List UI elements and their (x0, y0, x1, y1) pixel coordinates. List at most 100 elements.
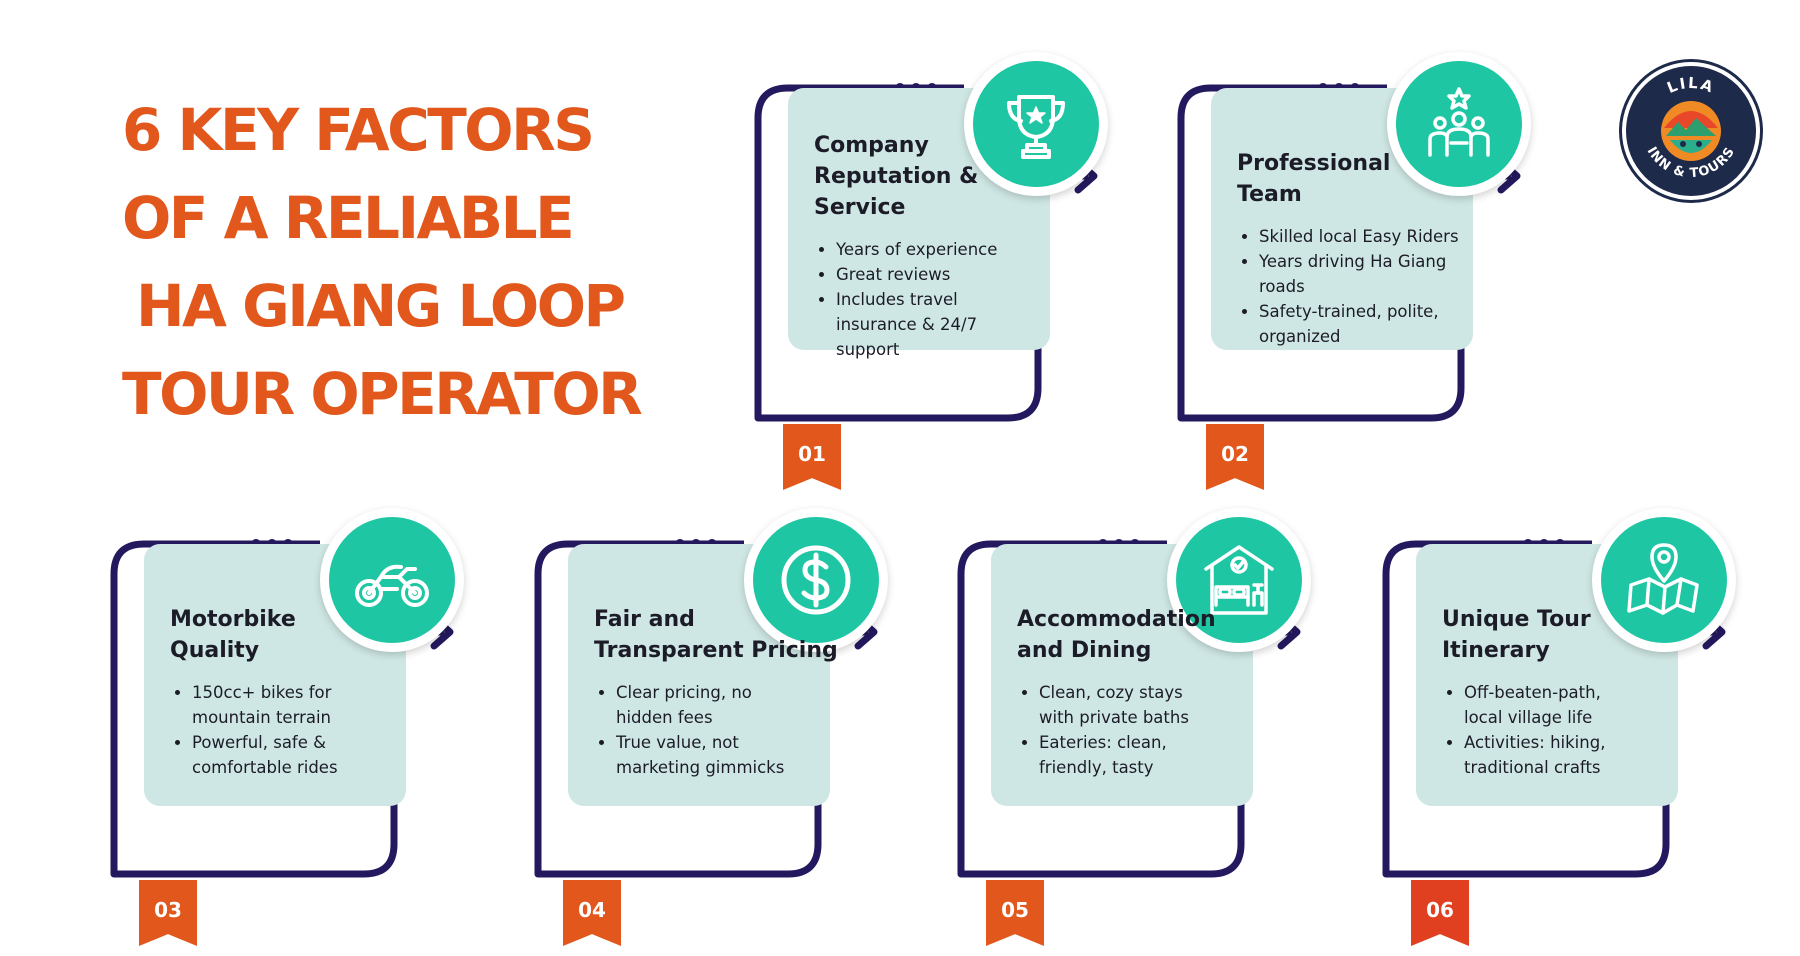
number-badge: 04 (558, 880, 626, 956)
icon-badge (964, 52, 1108, 196)
factor-title-line: Accommodation (1017, 607, 1216, 632)
bullet-item: Eateries: clean, friendly, tasty (1039, 730, 1269, 780)
bullet-line: marketing gimmicks (616, 758, 785, 777)
bullet-line: Safety-trained, polite, (1259, 302, 1439, 321)
bullet-line: True value, not (616, 733, 739, 752)
title-line-3: HA GIANG LOOP (136, 272, 626, 340)
bullet-line: support (836, 340, 900, 359)
factor-card-6: Unique TourItineraryOff-beaten-path, loca… (1380, 508, 1780, 956)
bullet-item: True value, not marketing gimmicks (616, 730, 846, 780)
bullet-line: Eateries: clean, (1039, 733, 1167, 752)
number-badge: 06 (1406, 880, 1474, 956)
bullet-item: Skilled local Easy Riders (1259, 224, 1489, 249)
bullet-line: Includes travel (836, 290, 958, 309)
number-badge: 03 (134, 880, 202, 956)
page-title: 6 KEY FACTORS OF A RELIABLE HA GIANG LOO… (122, 86, 643, 438)
factor-bullets: Skilled local Easy RidersYears driving H… (1237, 224, 1489, 349)
factor-title-line: Transparent Pricing (594, 638, 838, 663)
lila-logo: LILA INN & TOURS (1622, 62, 1760, 200)
bullet-line: Years of experience (836, 240, 998, 259)
factor-bullets: Off-beaten-path, local village lifeActivi… (1442, 680, 1694, 780)
bullet-item: Off-beaten-path, local village life (1464, 680, 1694, 730)
factor-title-line: Service (814, 195, 906, 220)
bullet-line: Clear pricing, no (616, 683, 752, 702)
bullet-line: local village life (1464, 708, 1593, 727)
icon-badge (1167, 508, 1311, 652)
bullet-item: Powerful, safe & comfortable rides (192, 730, 422, 780)
number-badge: 01 (778, 424, 846, 500)
bullet-line: Skilled local Easy Riders (1259, 227, 1459, 246)
map-pin-icon (1627, 543, 1699, 615)
bed-house-icon (1204, 545, 1274, 615)
bullet-line: traditional crafts (1464, 758, 1601, 777)
factor-title-line: Professional (1237, 151, 1391, 176)
bullet-line: Years driving Ha Giang (1259, 252, 1447, 271)
factor-card-5: Accommodation and DiningClean, cozy stays… (955, 508, 1355, 956)
motorbike-icon (355, 564, 429, 607)
factor-title-line: and Dining (1017, 638, 1152, 663)
bullet-item: Clean, cozy stays with private baths (1039, 680, 1269, 730)
bullet-line: roads (1259, 277, 1305, 296)
lila-logo-emblem: LILA INN & TOURS (1644, 74, 1738, 181)
title-line-1: 6 KEY FACTORS (122, 96, 595, 164)
factor-number: 05 (1001, 898, 1029, 922)
factor-card-2: ProfessionalTeamSkilled local Easy Rider… (1175, 52, 1575, 500)
bullet-item: Years of experience (836, 237, 1066, 262)
bullet-line: with private baths (1039, 708, 1189, 727)
factor-number: 03 (154, 898, 182, 922)
bullet-line: comfortable rides (192, 758, 338, 777)
number-badge: 02 (1201, 424, 1269, 500)
bullet-line: hidden fees (616, 708, 713, 727)
factor-bullets: 150cc+ bikes for mountain terrainPowerful… (170, 680, 422, 780)
bullet-line: organized (1259, 327, 1341, 346)
bullet-item: 150cc+ bikes for mountain terrain (192, 680, 422, 730)
factor-title-line: Quality (170, 638, 260, 663)
dollar-icon (781, 545, 851, 615)
factor-number: 02 (1221, 442, 1249, 466)
factor-number: 04 (578, 898, 606, 922)
icon-badge (744, 508, 888, 652)
title-line-2: OF A RELIABLE (122, 184, 575, 252)
factor-title-line: Reputation & (814, 164, 979, 189)
icon-badge (1387, 52, 1531, 196)
bullet-line: Great reviews (836, 265, 951, 284)
factor-title-line: Unique Tour (1442, 607, 1591, 632)
icon-badge (1592, 508, 1736, 652)
svg-text:LILA: LILA (1664, 74, 1717, 97)
factor-bullets: Clear pricing, no hidden feesTrue value, … (594, 680, 846, 780)
bullet-line: Clean, cozy stays (1039, 683, 1183, 702)
factor-title-line: Fair and (594, 607, 695, 632)
bullet-line: Off-beaten-path, (1464, 683, 1601, 702)
bullet-line: 150cc+ bikes for (192, 683, 332, 702)
icon-badge (320, 508, 464, 652)
trophy-icon (1007, 95, 1065, 159)
bullet-line: mountain terrain (192, 708, 332, 727)
factor-title: Accommodation and Dining (1017, 604, 1257, 666)
factor-number: 06 (1426, 898, 1454, 922)
bullet-item: Great reviews (836, 262, 1066, 287)
bullet-line: Powerful, safe & (192, 733, 327, 752)
bullet-line: friendly, tasty (1039, 758, 1154, 777)
factor-bullets: Clean, cozy stays with private bathsEater… (1017, 680, 1269, 780)
factor-title-line: Itinerary (1442, 638, 1550, 663)
factor-title-line: Company (814, 133, 929, 158)
title-line-4: TOUR OPERATOR (122, 360, 643, 428)
factor-number: 01 (798, 442, 826, 466)
bullet-item: Activities: hiking, traditional crafts (1464, 730, 1694, 780)
bullet-item: Clear pricing, no hidden fees (616, 680, 846, 730)
bullet-line: Activities: hiking, (1464, 733, 1606, 752)
team-icon (1428, 87, 1490, 157)
logo-top-text: LILA (1664, 74, 1715, 97)
factor-bullets: Years of experienceGreat reviewsIncludes… (814, 237, 1066, 362)
factor-title-line: Team (1237, 182, 1302, 207)
bullet-item: Safety-trained, polite, organized (1259, 299, 1489, 349)
factor-title-line: Motorbike (170, 607, 296, 632)
